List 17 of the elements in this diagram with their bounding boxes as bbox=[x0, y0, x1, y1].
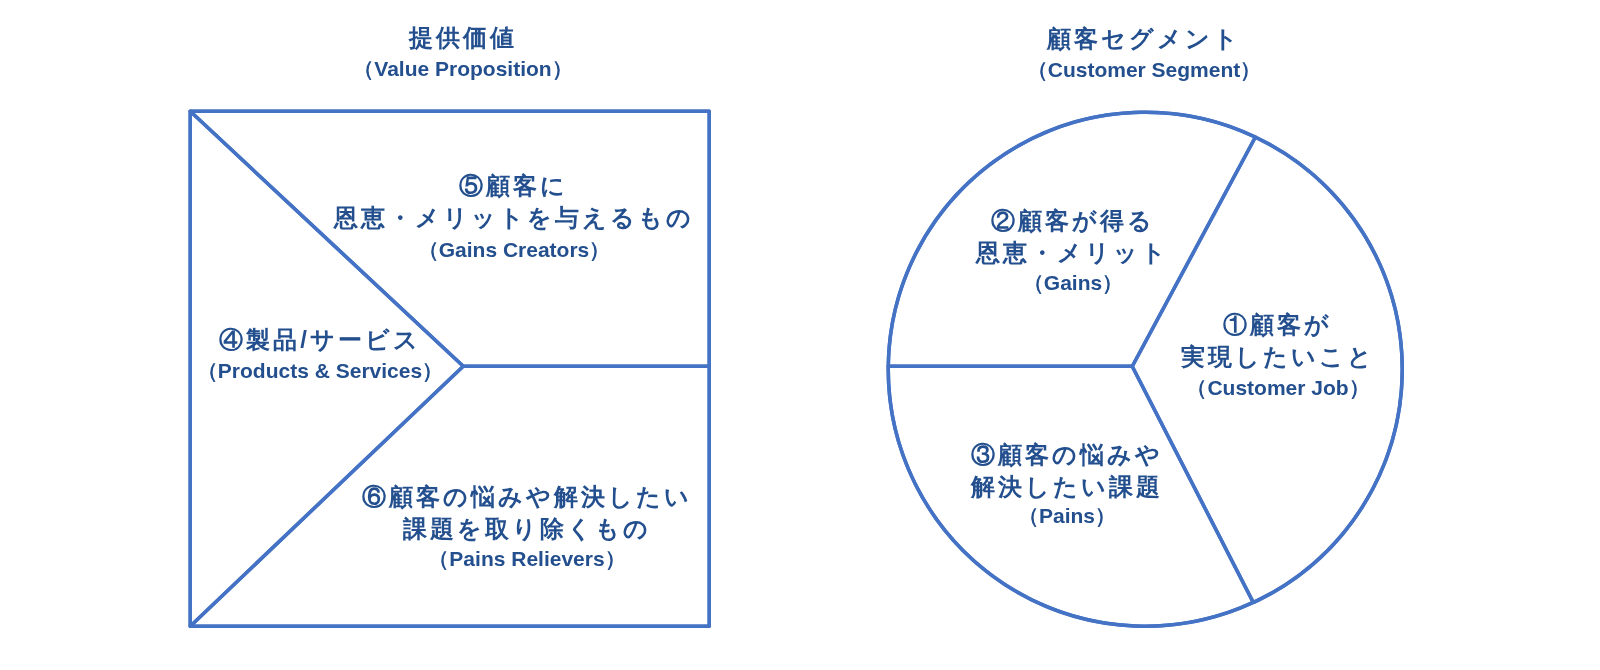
region-subtitle: （Pains Relievers） bbox=[428, 546, 626, 572]
region-title: ③顧客の悩みや解決したい課題 bbox=[969, 440, 1164, 502]
section-subtitle: （Value Proposition） bbox=[353, 56, 573, 82]
region-subtitle: （Gains Creators） bbox=[417, 237, 611, 263]
section-title: 顧客セグメント bbox=[1047, 24, 1241, 54]
region-subtitle: （Products & Services） bbox=[196, 358, 444, 384]
region-title: ⑥顧客の悩みや解決したい課題を取り除くもの bbox=[361, 482, 693, 544]
region-subtitle: （Gains） bbox=[1022, 270, 1124, 296]
region-title: ④製品/サービス bbox=[219, 325, 421, 355]
section-title: 提供価値 bbox=[409, 23, 517, 53]
section-subtitle: （Customer Segment） bbox=[1026, 57, 1262, 83]
lower-region bbox=[187, 363, 712, 629]
region-subtitle: （Customer Job） bbox=[1186, 375, 1370, 401]
region-title: ⑤顧客に恩恵・メリットを与えるもの bbox=[333, 171, 695, 233]
region-subtitle: （Pains） bbox=[1018, 503, 1116, 529]
region-title: ②顧客が得る恩恵・メリット bbox=[974, 206, 1171, 268]
region-title: ①顧客が実現したいこと bbox=[1180, 310, 1376, 372]
